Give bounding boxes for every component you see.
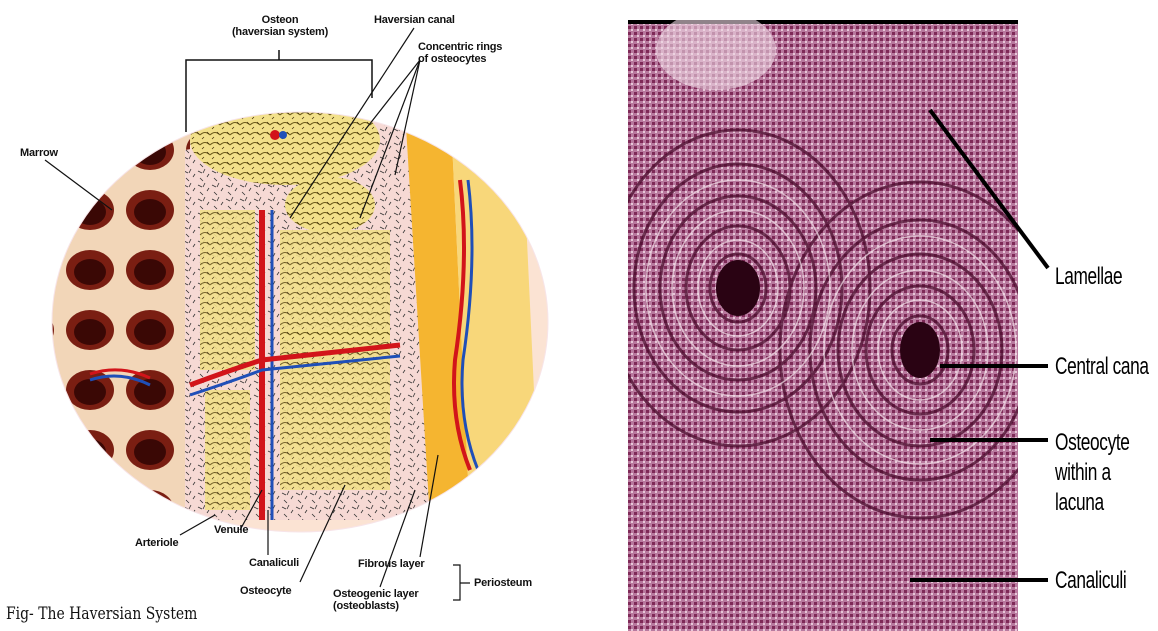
label-haversian-canal: Haversian canal [374, 14, 455, 26]
label-canaliculi-right: Canaliculi [1055, 566, 1126, 596]
bone-cross-section-drawing [0, 0, 600, 631]
label-concentric-line2: of osteocytes [418, 53, 502, 65]
label-osteocyte-line1: Osteocyte [1055, 428, 1130, 458]
label-osteocyte-line3: lacuna [1055, 488, 1130, 518]
label-osteocyte-line2: within a [1055, 458, 1130, 488]
label-osteon-line2: (haversian system) [222, 26, 338, 38]
label-lamellae: Lamellae [1055, 262, 1122, 292]
label-osteon-line1: Osteon [222, 14, 338, 26]
label-arteriole: Arteriole [135, 537, 178, 549]
label-central-canal: Central cana [1055, 352, 1149, 382]
label-marrow: Marrow [20, 147, 58, 159]
bone-micrograph [628, 20, 1018, 631]
label-concentric-line1: Concentric rings [418, 41, 502, 53]
label-fibrous-layer: Fibrous layer [358, 558, 424, 570]
label-osteogenic-layer: Osteogenic layer (osteoblasts) [333, 588, 418, 612]
label-canaliculi-left: Canaliculi [249, 557, 299, 569]
figure-caption: Fig- The Haversian System [6, 604, 197, 624]
haversian-system-illustration [0, 0, 600, 631]
label-osteon: Osteon (haversian system) [222, 14, 338, 38]
label-osteocyte-left: Osteocyte [240, 585, 291, 597]
label-venule: Venule [214, 524, 248, 536]
label-periosteum: Periosteum [474, 577, 532, 589]
label-osteogenic-line2: (osteoblasts) [333, 600, 418, 612]
label-osteocyte-lacuna: Osteocyte within a lacuna [1055, 428, 1130, 518]
micrograph-drawing [628, 20, 1018, 631]
label-concentric-rings: Concentric rings of osteocytes [418, 41, 502, 65]
label-osteogenic-line1: Osteogenic layer [333, 588, 418, 600]
